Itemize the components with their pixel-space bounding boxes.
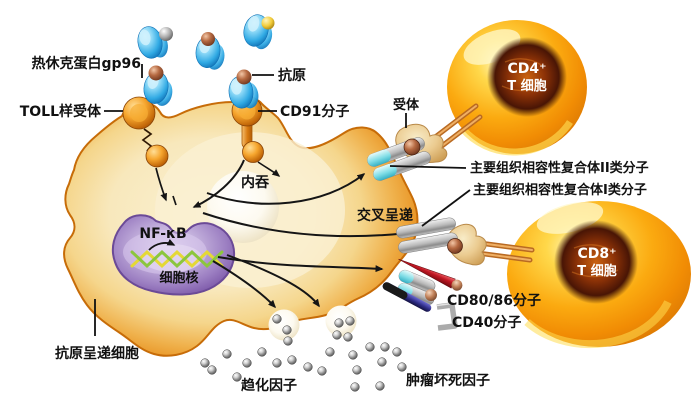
secreted-molecule [365, 342, 375, 352]
secreted-molecule [283, 336, 293, 346]
mhc1-leader [421, 189, 471, 227]
text-labels: 热休克蛋白gp96 TOLL样受体 抗原 CD91分子 受体 内吞 NF-κB … [20, 55, 649, 394]
cd91-label: CD91分子 [280, 104, 349, 120]
peptide-brown-sphere [148, 65, 164, 81]
antigen-presenting-cell [63, 96, 419, 357]
secreted-molecule [222, 349, 232, 359]
toll-like-receptor [122, 96, 169, 168]
costimulatory-molecules [382, 258, 463, 331]
particles-tnf [325, 342, 407, 392]
hsp-label: 热休克蛋白gp96 [31, 55, 141, 72]
arrow-cross-presentation [202, 212, 410, 238]
secreted-molecule [232, 372, 242, 382]
cd80-86-sphere [425, 289, 437, 301]
nucleus [111, 214, 236, 296]
antigen-label: 抗原 [278, 67, 306, 84]
cd40-bracket [436, 302, 458, 331]
secreted-molecule [352, 365, 362, 375]
secreted-molecule [375, 381, 385, 391]
cd80-86-label: CD80/86分子 [447, 293, 541, 309]
endosome-vesicle [207, 171, 279, 243]
secreted-molecule [242, 358, 252, 368]
secreted-molecule [272, 358, 282, 368]
particles-vesicle [272, 314, 355, 346]
nfkb-label: NF-κB [139, 226, 186, 242]
cross-presentation-label: 交叉呈递 [357, 207, 413, 224]
secreted-molecule [348, 350, 358, 360]
secreted-molecule [317, 366, 327, 376]
secreted-molecule [272, 314, 282, 324]
endocytosis-label: 内吞 [241, 174, 269, 191]
cd8-t-cell: CD8⁺ T 细胞 [507, 201, 691, 349]
arrow-to-endosome [257, 161, 281, 177]
cd8-label-line1: CD8⁺ [577, 246, 616, 262]
peptide-yellow-sphere [261, 16, 275, 30]
presented-antigen-cd8 [447, 238, 463, 254]
secreted-molecule [350, 382, 360, 392]
navy-rod [382, 282, 432, 312]
arrow-to-vesicle-1 [212, 260, 277, 309]
receptor-label: 受体 [393, 97, 420, 113]
secreted-molecule [377, 357, 387, 367]
secretory-vesicle-1 [268, 309, 300, 341]
presented-antigen-cd4 [403, 138, 421, 156]
arrow-to-mhc2 [206, 173, 366, 205]
mhc1-label: 主要组织相容性复合体I类分子 [473, 182, 647, 198]
mhc2-leader [389, 165, 467, 169]
secreted-molecule [380, 342, 390, 352]
nfkb-activation-arrow [148, 238, 176, 251]
tnf-label: 肿瘤坏死因子 [406, 372, 490, 389]
cd8-label-line2: T 细胞 [577, 263, 616, 279]
secreted-molecule [207, 365, 217, 375]
secreted-molecule [345, 316, 355, 326]
secreted-molecule [303, 362, 313, 372]
peptide-brown-sphere [201, 32, 215, 46]
secreted-molecule [343, 332, 353, 342]
mhc2-label: 主要组织相容性复合体II类分子 [470, 160, 649, 176]
hsp-gp96-complexes [134, 11, 277, 111]
secreted-molecule [200, 358, 210, 368]
dna-helix [130, 249, 224, 269]
secreted-molecule [325, 347, 335, 357]
leader-lines [94, 64, 471, 336]
arrow-toll-tick [172, 195, 177, 206]
mhc2-tcr-complex [367, 103, 483, 181]
cd80-86-rod-1 [398, 269, 436, 293]
secreted-molecule [332, 330, 342, 340]
nucleus-label: 细胞核 [159, 270, 198, 286]
chemokine-label: 趋化因子 [241, 377, 297, 394]
secreted-molecule [257, 347, 267, 357]
mhc1-tcr-complex [396, 217, 535, 266]
secreted-molecule [287, 355, 297, 365]
secreted-molecule [334, 318, 344, 328]
cd40-bracket-highlight [436, 302, 453, 307]
cd4-label-line2: T 细胞 [507, 78, 546, 94]
cd4-label-line1: CD4⁺ [507, 61, 546, 77]
cd40-label: CD40分子 [452, 315, 521, 331]
secreted-molecule [282, 325, 292, 335]
antigen-sphere [236, 69, 252, 85]
secreted-molecule [397, 362, 407, 372]
cd80-86-red-rod [398, 258, 463, 291]
peptide-gray-sphere [159, 27, 173, 41]
particles-chemokines [200, 347, 327, 382]
signal-arrows [155, 159, 410, 309]
cd4-t-cell: CD4⁺ T 细胞 [447, 20, 587, 156]
secreted-molecule [392, 347, 402, 357]
apc-label: 抗原呈递细胞 [55, 345, 139, 362]
mhc1-molecule [396, 217, 458, 254]
arrow-cd91-to-nucleus [192, 159, 245, 208]
arrow-to-vesicle-2 [226, 254, 320, 308]
arrow-toll-to-nucleus [155, 167, 167, 202]
toll-label: TOLL样受体 [20, 103, 102, 120]
